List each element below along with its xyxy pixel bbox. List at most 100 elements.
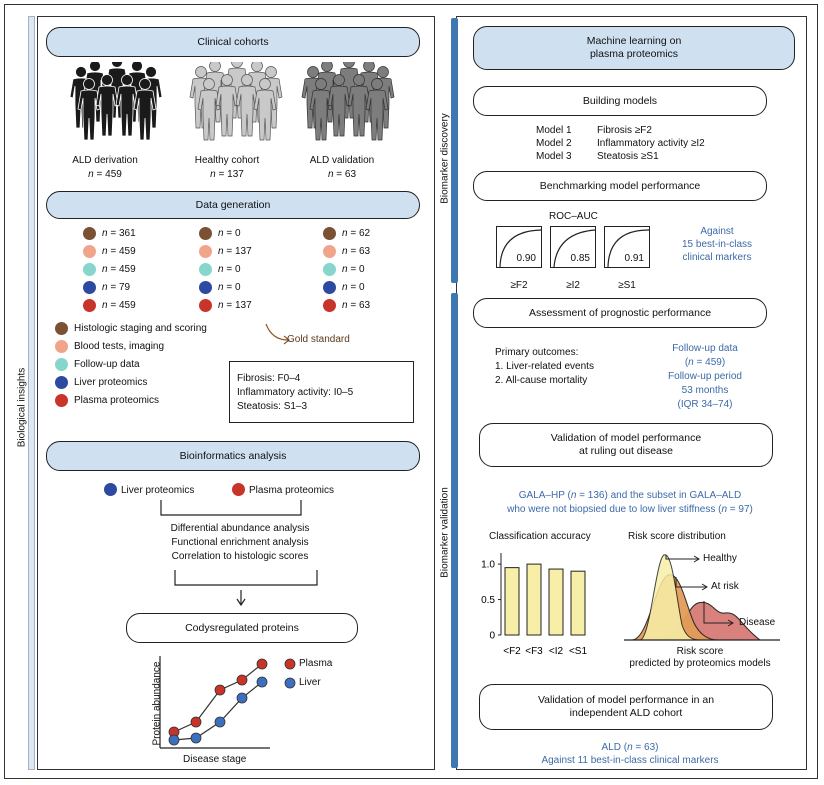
cohort-n: n = 63 (327, 169, 357, 180)
accuracy-bar (526, 563, 542, 636)
left-side-bar (28, 16, 35, 770)
people-group-icon (189, 62, 283, 141)
people-group-icon (301, 62, 395, 141)
data-dot (83, 227, 96, 240)
discovery-side-bar (451, 18, 458, 283)
legend-label: Follow-up data (74, 359, 140, 370)
data-dot (323, 281, 336, 294)
plasma-legend-dot (284, 658, 296, 670)
data-generation-header: Data generation (46, 191, 420, 219)
accuracy-y-tick-label: 1.0 (481, 560, 495, 571)
gold-standard-arrow (265, 323, 290, 345)
gala-text-l2: who were not biopsied due to low liver s… (507, 504, 753, 515)
risk-label-disease: Disease (739, 617, 776, 628)
roc-label-f2: ≥F2 (510, 280, 528, 291)
abundance-legend-liver: Liver (299, 677, 321, 688)
prognostic-box: Assessment of prognostic performance (473, 298, 767, 328)
validation-side-bar (451, 293, 458, 768)
accuracy-y-tick-label: 0 (489, 631, 495, 642)
gala-text-l1: GALA–HP (n = 136) and the subset in GALA… (518, 490, 742, 501)
data-dot (83, 263, 96, 276)
primary-outcome-1: 1. Liver-related events (495, 361, 594, 372)
legend-dot-liver (55, 376, 68, 389)
risk-distribution-chart (624, 554, 780, 641)
people-group-icon (69, 62, 163, 141)
followup-data-l2: (n = 459) (684, 357, 726, 368)
roc-plot-s1: 0.91 (604, 226, 650, 268)
legend-dot-blood (55, 340, 68, 353)
step-differential: Differential abundance analysis (170, 523, 310, 534)
risk-title: Risk score distribution (628, 531, 726, 542)
legend-label: Blood tests, imaging (74, 341, 165, 352)
liver-legend-dot (284, 677, 296, 689)
data-dot (323, 227, 336, 240)
model-3-name: Model 3 (536, 151, 572, 162)
data-dot (199, 281, 212, 294)
accuracy-category-label: <S1 (569, 646, 588, 657)
followup-period-l1: Follow-up period (668, 371, 742, 382)
validation-label: Biomarker validation (439, 487, 451, 578)
people-groups (69, 62, 395, 141)
ald-against-text: Against 11 best-in-class clinical marker… (541, 755, 719, 766)
healthy-curve (639, 554, 701, 641)
abundance-ylabel: Protein abundance (151, 661, 163, 746)
data-dot (323, 299, 336, 312)
data-count: n = 459 (102, 246, 136, 257)
against-15-l3: clinical markers (682, 252, 752, 263)
plasma-proteomics-label: Plasma proteomics (249, 485, 335, 496)
cohort-name: ALD validation (309, 155, 375, 166)
accuracy-category-label: <F2 (503, 646, 521, 657)
data-dot (199, 227, 212, 240)
roc-title: ROC–AUC (549, 211, 598, 222)
data-count: n = 62 (342, 228, 371, 239)
data-count: n = 459 (102, 264, 136, 275)
abundance-xlabel: Disease stage (183, 754, 247, 765)
roc-plot-i2: 0.85 (550, 226, 596, 268)
score-box (229, 361, 414, 423)
cohort-name: ALD derivation (72, 155, 138, 166)
cohort-n: n = 137 (210, 169, 244, 180)
data-count: n = 0 (218, 282, 241, 293)
data-count: n = 63 (342, 300, 371, 311)
bioinformatics-header: Bioinformatics analysis (46, 441, 420, 471)
legend-dot-plasma (55, 394, 68, 407)
cohort-n: n = 459 (88, 169, 122, 180)
risk-xlabel-l1: Risk score (676, 646, 724, 657)
liver-points (168, 676, 268, 746)
data-count: n = 137 (218, 246, 252, 257)
accuracy-y-tick-label: 0.5 (481, 595, 495, 606)
liver-proteomics-label: Liver proteomics (121, 485, 195, 496)
data-count: n = 0 (218, 264, 241, 275)
accuracy-bar (570, 570, 586, 636)
liver-proteomics-dot (104, 483, 117, 496)
roc-plot-f2: 0.90 (496, 226, 542, 268)
benchmarking-box: Benchmarking model performance (473, 171, 767, 201)
left-side-label: Biological insights (16, 367, 28, 448)
data-count: n = 361 (102, 228, 136, 239)
model-2-target: Inflammatory activity ≥I2 (597, 138, 705, 149)
bioinformatics-connectors (160, 500, 318, 607)
legend-label: Plasma proteomics (74, 395, 160, 406)
score-fibrosis: Fibrosis: F0–4 (237, 373, 301, 384)
followup-period-l3: (IQR 34–74) (677, 399, 733, 410)
risk-label-at-risk: At risk (711, 581, 739, 592)
clinical-cohorts-header: Clinical cohorts (46, 27, 420, 57)
accuracy-bar (548, 568, 564, 636)
roc-label-i2: ≥I2 (566, 280, 580, 291)
data-count: n = 0 (342, 264, 365, 275)
data-dot (83, 245, 96, 258)
data-count: n = 0 (342, 282, 365, 293)
risk-label-healthy: Healthy (703, 553, 737, 564)
data-count: n = 0 (218, 228, 241, 239)
step-enrichment: Functional enrichment analysis (171, 537, 309, 548)
legend-label: Histologic staging and scoring (74, 323, 207, 334)
step-correlation: Correlation to histologic scores (171, 551, 309, 562)
model-1-name: Model 1 (536, 125, 572, 136)
against-15-l2: 15 best-in-class (681, 239, 753, 250)
primary-outcome-2: 2. All-cause mortality (495, 375, 588, 386)
legend-dot-followup (55, 358, 68, 371)
data-dot (323, 245, 336, 258)
accuracy-bar (504, 567, 520, 636)
roc-label-s1: ≥S1 (618, 280, 636, 291)
